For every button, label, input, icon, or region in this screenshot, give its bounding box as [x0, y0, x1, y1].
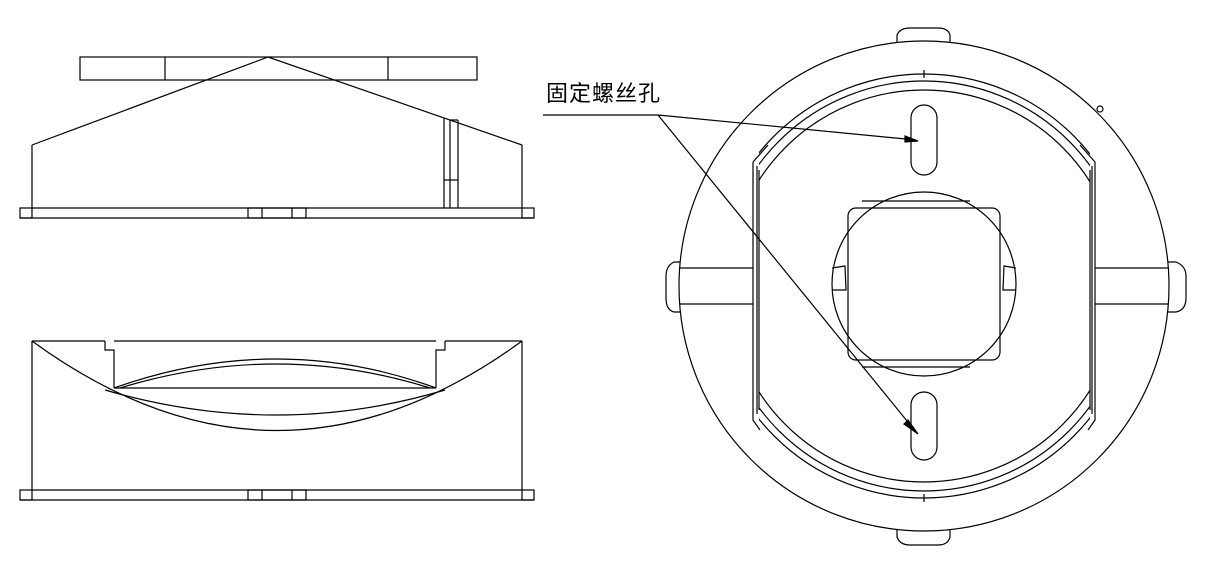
front-view-elevation — [19, 340, 535, 501]
side-view-elevation — [19, 56, 535, 219]
leader-lines — [543, 114, 919, 435]
fixing-screw-hole-label: 固定螺丝孔 — [546, 82, 662, 107]
plan-view — [665, 27, 1187, 546]
